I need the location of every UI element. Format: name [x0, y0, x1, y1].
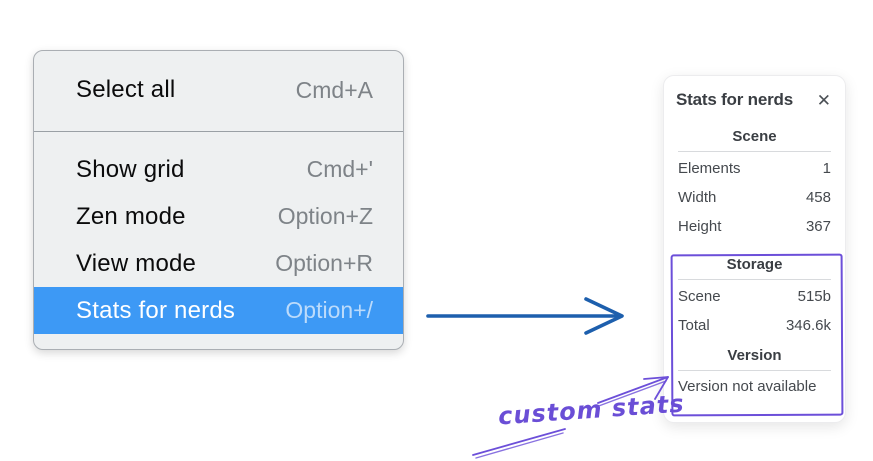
menu-item-stats-for-nerds[interactable]: Stats for nerds Option+/ [34, 287, 403, 334]
stat-row-total-storage: Total 346.6k [676, 311, 833, 340]
menu-item-label: View mode [76, 249, 197, 277]
menu-item-zen-mode[interactable]: Zen mode Option+Z [34, 193, 403, 240]
divider [678, 370, 831, 371]
stat-row-scene-storage: Scene 515b [676, 282, 833, 311]
stat-row-height: Height 367 [676, 212, 833, 241]
section-heading-version: Version [727, 347, 782, 364]
stat-value: 346.6k [785, 317, 831, 334]
stats-panel-title: Stats for nerds [676, 90, 793, 109]
menu-item-label: Select all [76, 76, 176, 103]
context-menu: Select all Cmd+A Show grid Cmd+' Zen mod… [33, 50, 404, 350]
menu-item-label: Zen mode [76, 202, 186, 230]
divider [678, 151, 831, 152]
divider [678, 279, 831, 280]
menu-item-shortcut: Option+/ [285, 297, 373, 323]
section-heading-storage: Storage [726, 256, 783, 273]
stat-label: Elements [678, 160, 741, 177]
menu-separator [34, 131, 403, 132]
section-heading-scene: Scene [732, 128, 777, 145]
stats-panel-header: Stats for nerds ✕ [676, 90, 833, 110]
stat-row-width: Width 458 [676, 183, 833, 212]
stat-row-elements: Elements 1 [676, 154, 833, 183]
close-icon[interactable]: ✕ [816, 90, 831, 110]
stat-label: Width [678, 189, 717, 206]
menu-item-shortcut: Cmd+A [295, 76, 373, 103]
stat-value: 458 [805, 189, 831, 206]
menu-item-select-all[interactable]: Select all Cmd+A [34, 66, 403, 114]
stat-value: 1 [822, 160, 831, 177]
arrow-menu-to-panel-icon [426, 297, 624, 335]
version-note: Version not available [678, 378, 817, 395]
stat-label: Total [678, 317, 710, 334]
menu-item-label: Stats for nerds [76, 296, 236, 324]
stat-label: Scene [678, 288, 721, 305]
stat-label: Height [678, 218, 722, 235]
menu-item-show-grid[interactable]: Show grid Cmd+' [34, 146, 403, 193]
annotation-label: custom stats [497, 389, 686, 431]
menu-item-view-mode[interactable]: View mode Option+R [34, 240, 403, 287]
menu-item-label: Show grid [76, 155, 185, 183]
menu-group-bottom: Show grid Cmd+' Zen mode Option+Z View m… [34, 132, 403, 349]
menu-group-top: Select all Cmd+A [34, 51, 403, 131]
menu-item-shortcut: Cmd+' [306, 156, 373, 182]
stats-panel: Stats for nerds ✕ Scene Elements 1 Width… [663, 75, 846, 423]
menu-item-shortcut: Option+Z [277, 203, 373, 229]
menu-item-shortcut: Option+R [275, 250, 373, 276]
stat-value: 367 [805, 218, 831, 235]
stat-value: 515b [797, 288, 831, 305]
